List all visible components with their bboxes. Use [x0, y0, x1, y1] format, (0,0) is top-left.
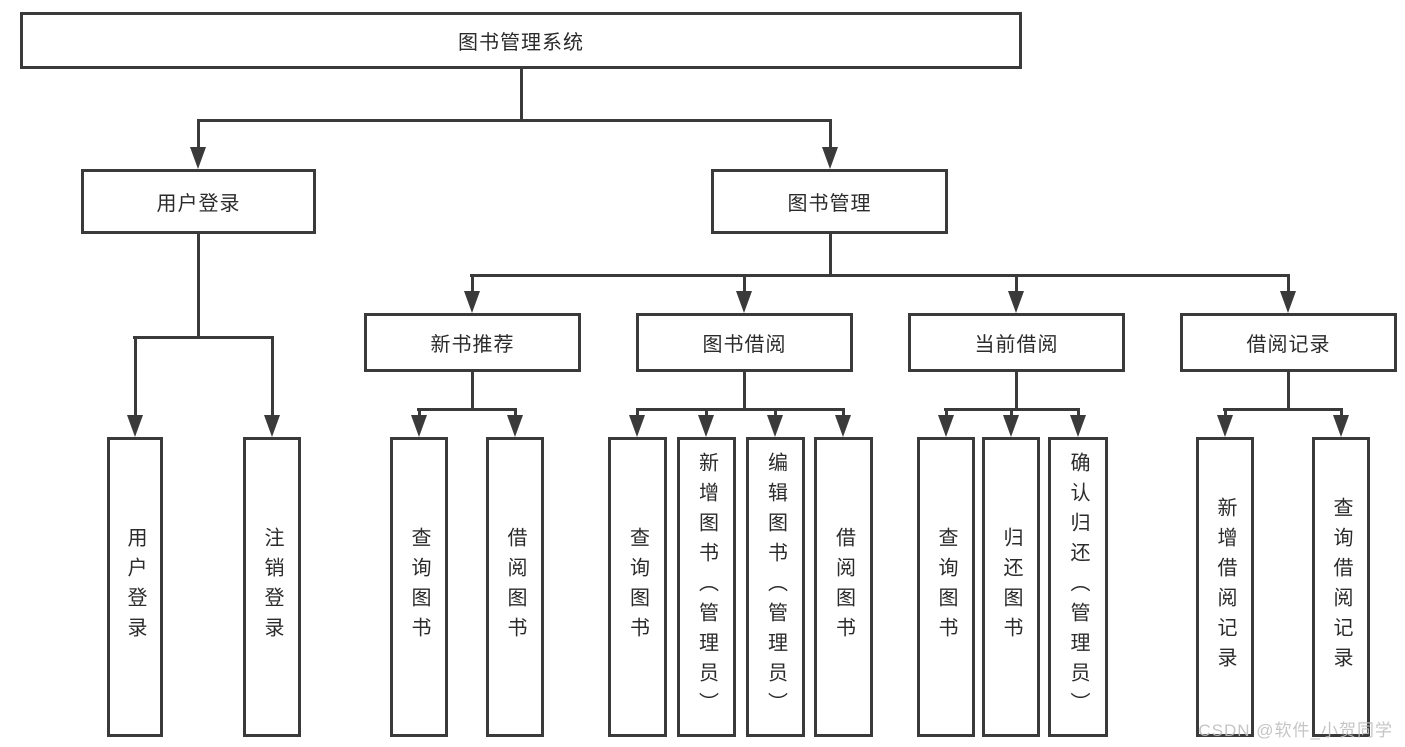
connector-hbar — [636, 408, 845, 411]
connector-level3-hbar — [470, 274, 1290, 277]
connector-hbar — [1223, 408, 1343, 411]
arrowhead-down-icon — [1333, 415, 1349, 437]
connector-stub — [418, 408, 421, 418]
watermark: CSDN @软件_小贺同学 — [1198, 721, 1393, 740]
connector-stub — [842, 408, 845, 418]
connector-level1-hbar — [197, 119, 832, 122]
arrowhead-down-icon — [127, 415, 143, 437]
arrowhead-down-icon — [698, 415, 714, 437]
connector-user-login-hbar — [133, 336, 274, 339]
connector-stub — [197, 119, 200, 151]
arrowhead-down-icon — [835, 415, 851, 437]
arrowhead-down-icon — [1280, 291, 1296, 313]
connector-book-mgmt-stem — [829, 234, 832, 274]
connector-stub — [829, 119, 832, 151]
connector-stub — [1287, 274, 1290, 294]
arrowhead-down-icon — [736, 291, 752, 313]
leaf-br-query-borrow-record: 查询借阅记录 — [1312, 437, 1370, 737]
leaf-cb-return-books: 归还图书 — [982, 437, 1040, 737]
node-borrow-records: 借阅记录 — [1180, 313, 1397, 372]
leaf-label: 注销登录 — [261, 527, 283, 647]
leaf-nbr-query-books: 查询图书 — [390, 437, 448, 737]
leaf-br-add-borrow-record: 新增借阅记录 — [1196, 437, 1254, 737]
connector-stem — [471, 372, 474, 408]
connector-stub — [636, 408, 639, 418]
leaf-bb-add-books-admin: 新增图书（管理员） — [677, 437, 736, 737]
connector-stub — [134, 336, 137, 417]
node-current-borrow: 当前借阅 — [908, 313, 1125, 372]
leaf-label: 查询图书 — [626, 527, 649, 647]
arrowhead-down-icon — [822, 147, 838, 169]
arrowhead-down-icon — [464, 291, 480, 313]
connector-stub — [1077, 408, 1080, 418]
connector-stub — [1340, 408, 1343, 418]
leaf-label: 查询图书 — [408, 527, 430, 647]
arrowhead-down-icon — [264, 415, 280, 437]
connector-stub — [271, 336, 274, 417]
node-user-login: 用户登录 — [81, 169, 316, 234]
connector-stub — [1224, 408, 1227, 418]
arrowhead-down-icon — [190, 147, 206, 169]
connector-stub — [705, 408, 708, 418]
leaf-label: 新增借阅记录 — [1214, 497, 1236, 677]
node-book-borrow: 图书借阅 — [636, 313, 853, 372]
node-library-management-system: 图书管理系统 — [20, 12, 1022, 69]
connector-stem — [1015, 372, 1018, 408]
arrowhead-down-icon — [1070, 415, 1086, 437]
connector-stub — [1015, 274, 1018, 294]
connector-stub — [471, 274, 474, 294]
leaf-label: 查询借阅记录 — [1330, 497, 1352, 677]
node-new-book-recommend: 新书推荐 — [364, 313, 581, 372]
connector-stub — [945, 408, 948, 418]
leaf-bb-query-books: 查询图书 — [608, 437, 667, 737]
leaf-label: 归还图书 — [1000, 527, 1022, 647]
arrowhead-down-icon — [938, 415, 954, 437]
connector-stem — [743, 372, 746, 408]
leaf-label: 编辑图书（管理员） — [764, 452, 787, 722]
leaf-cb-query-books: 查询图书 — [917, 437, 975, 737]
leaf-user-login: 用户登录 — [107, 437, 163, 737]
connector-stub — [1010, 408, 1013, 418]
leaf-label: 查询图书 — [935, 527, 957, 647]
arrowhead-down-icon — [507, 415, 523, 437]
arrowhead-down-icon — [1003, 415, 1019, 437]
leaf-bb-borrow-books: 借阅图书 — [814, 437, 873, 737]
connector-root-stem — [520, 69, 523, 119]
leaf-bb-edit-books-admin: 编辑图书（管理员） — [746, 437, 805, 737]
arrowhead-down-icon — [1008, 291, 1024, 313]
leaf-logout-login: 注销登录 — [243, 437, 301, 737]
leaf-nbr-borrow-books: 借阅图书 — [486, 437, 544, 737]
arrowhead-down-icon — [1217, 415, 1233, 437]
arrowhead-down-icon — [629, 415, 645, 437]
node-book-management: 图书管理 — [711, 169, 948, 234]
connector-hbar — [417, 408, 517, 411]
connector-user-login-stem — [197, 234, 200, 336]
leaf-label: 新增图书（管理员） — [695, 452, 718, 722]
arrowhead-down-icon — [411, 415, 427, 437]
connector-stub — [743, 274, 746, 294]
connector-stub — [774, 408, 777, 418]
connector-stem — [1287, 372, 1290, 408]
leaf-cb-confirm-return-admin: 确认归还（管理员） — [1048, 437, 1108, 737]
leaf-label: 借阅图书 — [504, 527, 526, 647]
leaf-label: 确认归还（管理员） — [1067, 452, 1089, 722]
leaf-label: 用户登录 — [124, 527, 146, 647]
leaf-label: 借阅图书 — [832, 527, 855, 647]
connector-stub — [514, 408, 517, 418]
arrowhead-down-icon — [767, 415, 783, 437]
